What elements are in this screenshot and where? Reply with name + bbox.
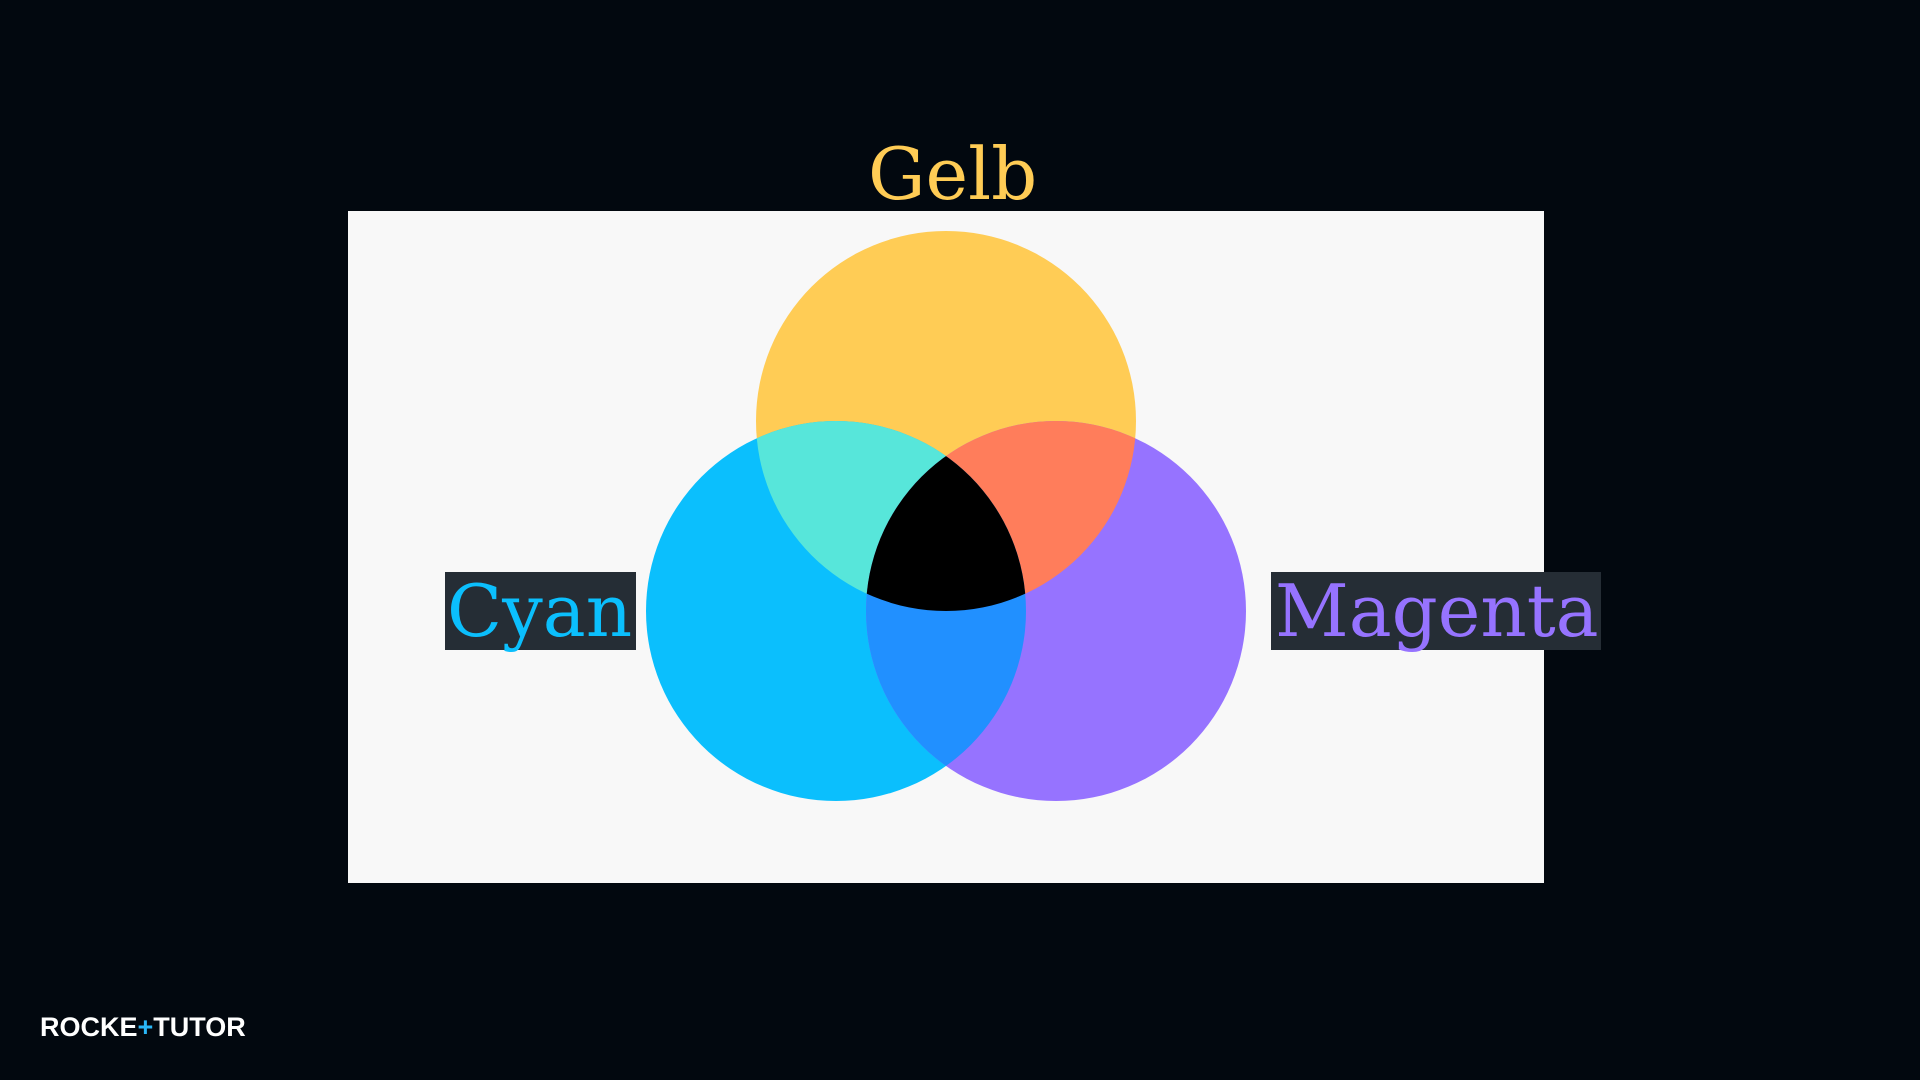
- label-magenta: Magenta: [1271, 572, 1601, 650]
- logo-text-left: ROCKE: [40, 1011, 138, 1042]
- logo-plus-icon: +: [137, 1011, 154, 1042]
- logo-text-right: TUTO: [153, 1011, 227, 1042]
- center-overlap-black: [866, 421, 1026, 611]
- label-cyan: Cyan: [445, 572, 637, 650]
- logo-text-end: R: [226, 1011, 246, 1042]
- label-yellow: Gelb: [868, 132, 1038, 216]
